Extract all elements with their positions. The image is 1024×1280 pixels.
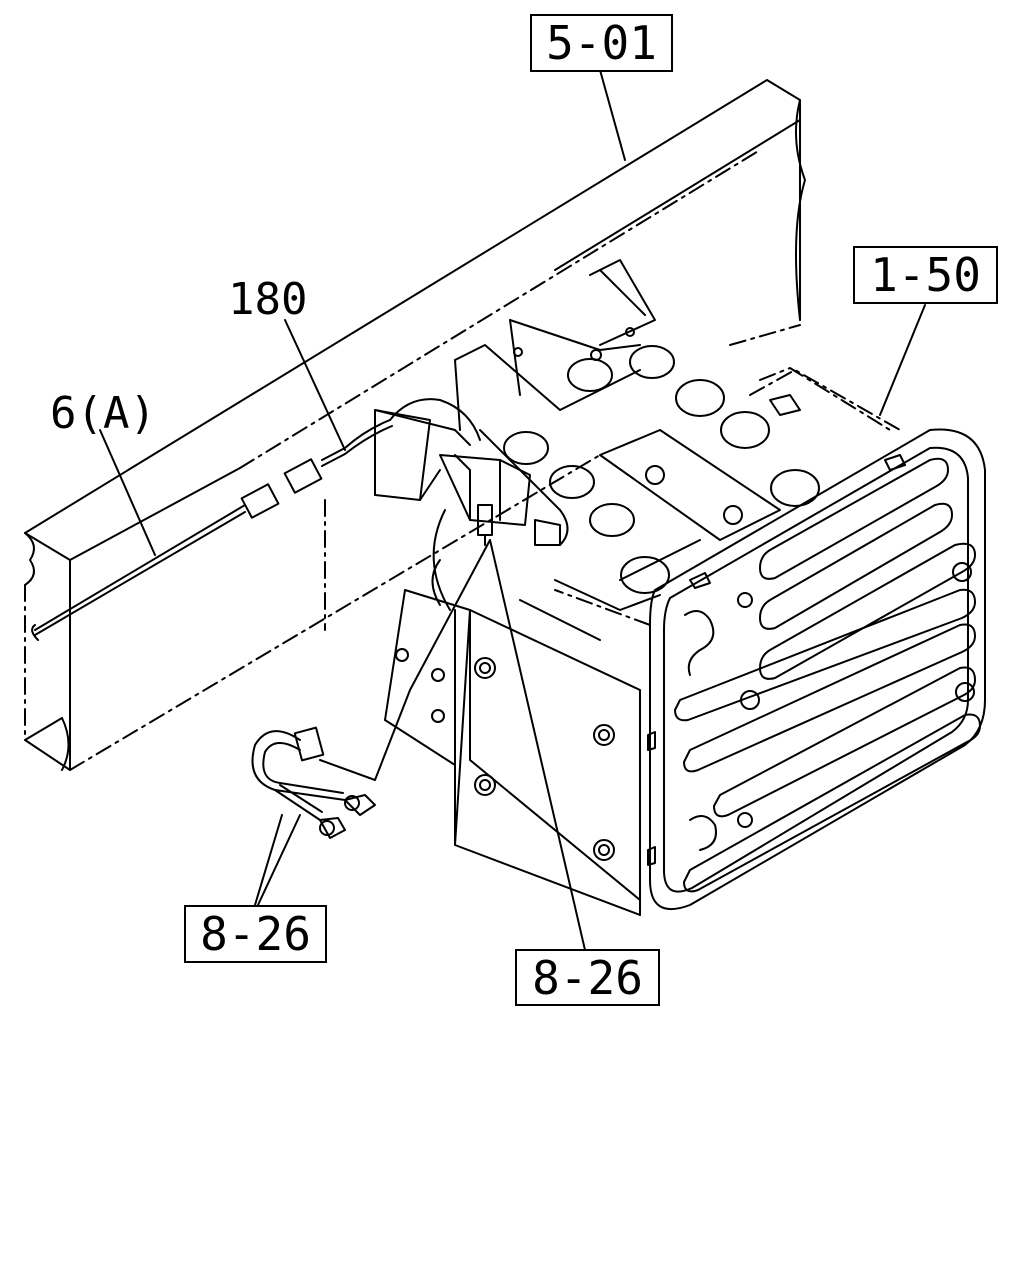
callout-transmission-ref[interactable]: 1-50 bbox=[853, 246, 998, 304]
callout-harness-ref[interactable]: 6(A) bbox=[50, 388, 156, 439]
wiring-harness bbox=[31, 398, 481, 641]
transmission-body bbox=[384, 509, 661, 916]
oil-pan bbox=[554, 367, 986, 910]
callout-sensor-ref-left[interactable]: 8-26 bbox=[184, 905, 327, 963]
callout-frame-ref[interactable]: 5-01 bbox=[530, 14, 673, 72]
callout-harness-part[interactable]: 180 bbox=[228, 274, 308, 325]
speed-sensor bbox=[251, 726, 376, 839]
frame-rail bbox=[24, 79, 806, 771]
cross-member bbox=[454, 259, 901, 594]
callout-sensor-ref-bottom[interactable]: 8-26 bbox=[515, 949, 660, 1006]
sensor-bracket bbox=[374, 409, 569, 546]
leader-lines bbox=[99, 69, 926, 951]
